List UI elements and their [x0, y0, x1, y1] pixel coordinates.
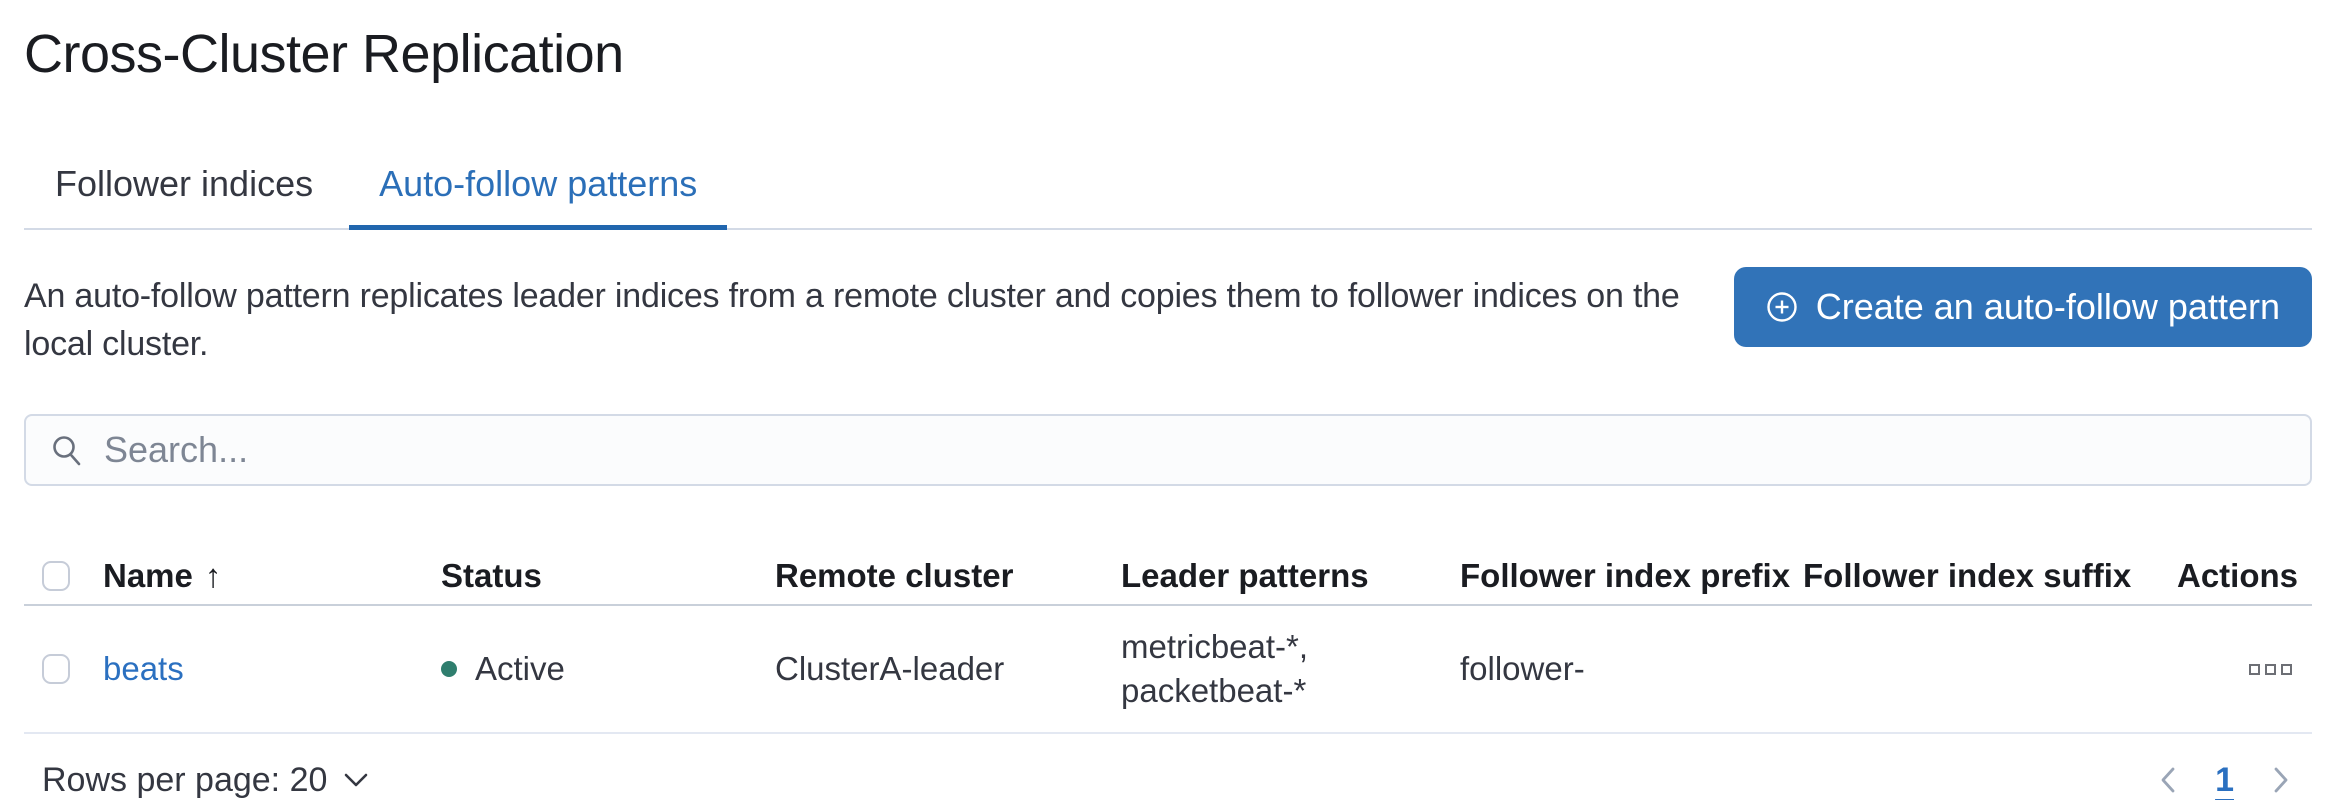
page-1-button[interactable]: 1	[2215, 760, 2234, 799]
row-checkbox[interactable]	[42, 654, 70, 684]
actions-cell	[2243, 658, 2312, 681]
column-header-name[interactable]: Name↑	[103, 557, 222, 594]
all-actions-icon[interactable]	[2243, 658, 2298, 681]
status-label: Active	[475, 650, 565, 687]
tab-bar: Follower indices Auto-follow patterns	[24, 122, 2312, 230]
leader-patterns-cell: metricbeat-*, packetbeat-*	[1121, 628, 1309, 709]
description-line-2: local cluster.	[24, 325, 209, 363]
table-footer: Rows per page: 20 1	[24, 760, 2312, 800]
column-header-remote-cluster: Remote cluster	[775, 557, 1014, 594]
chevron-right-icon	[2274, 767, 2288, 793]
page-title: Cross-Cluster Replication	[24, 24, 624, 84]
row-select-cell	[24, 654, 103, 684]
column-header-follower-index-suffix: Follower index suffix	[1803, 557, 2132, 594]
pattern-name-cell: beats	[103, 650, 441, 688]
status-cell: Active	[441, 650, 775, 688]
column-header-status: Status	[441, 557, 542, 594]
pagination: 1	[2153, 760, 2312, 800]
next-page-button[interactable]	[2266, 760, 2296, 800]
create-button-label: Create an auto-follow pattern	[1815, 286, 2280, 327]
auto-follow-patterns-table: Name↑ Status Remote cluster Leader patte…	[24, 548, 2312, 734]
page-description: An auto-follow pattern replicates leader…	[24, 272, 1724, 368]
remote-cluster-cell: ClusterA-leader	[775, 650, 1005, 687]
select-all-checkbox[interactable]	[42, 561, 70, 591]
previous-page-button[interactable]	[2153, 760, 2183, 800]
table-row: beats Active ClusterA-leader metricbeat-…	[24, 606, 2312, 734]
tab-follower-indices[interactable]: Follower indices	[55, 163, 314, 204]
description-line-1: An auto-follow pattern replicates leader…	[24, 277, 1680, 315]
search-icon	[53, 436, 81, 466]
intro-section: An auto-follow pattern replicates leader…	[24, 267, 2312, 368]
plus-in-circle-icon	[1767, 292, 1797, 322]
search-bar	[24, 414, 2312, 486]
chevron-left-icon	[2161, 767, 2175, 793]
search-input[interactable]	[104, 416, 2286, 484]
header-select-all-cell	[24, 561, 103, 591]
column-header-leader-patterns: Leader patterns	[1121, 557, 1369, 594]
column-header-follower-index-prefix: Follower index prefix	[1460, 557, 1791, 594]
pattern-name-link[interactable]: beats	[103, 650, 184, 687]
table-header-row: Name↑ Status Remote cluster Leader patte…	[24, 548, 2312, 606]
create-auto-follow-pattern-button[interactable]: Create an auto-follow pattern	[1733, 267, 2312, 347]
follower-index-prefix-cell: follower-	[1460, 650, 1585, 687]
rows-per-page-label: Rows per page: 20	[42, 760, 328, 799]
rows-per-page-button[interactable]: Rows per page: 20	[24, 761, 369, 800]
status-active-dot	[441, 661, 457, 677]
column-header-actions: Actions	[2176, 557, 2298, 594]
chevron-down-icon	[345, 773, 368, 787]
tab-auto-follow-patterns[interactable]: Auto-follow patterns	[349, 122, 728, 230]
sort-ascending-icon: ↑	[204, 557, 222, 594]
